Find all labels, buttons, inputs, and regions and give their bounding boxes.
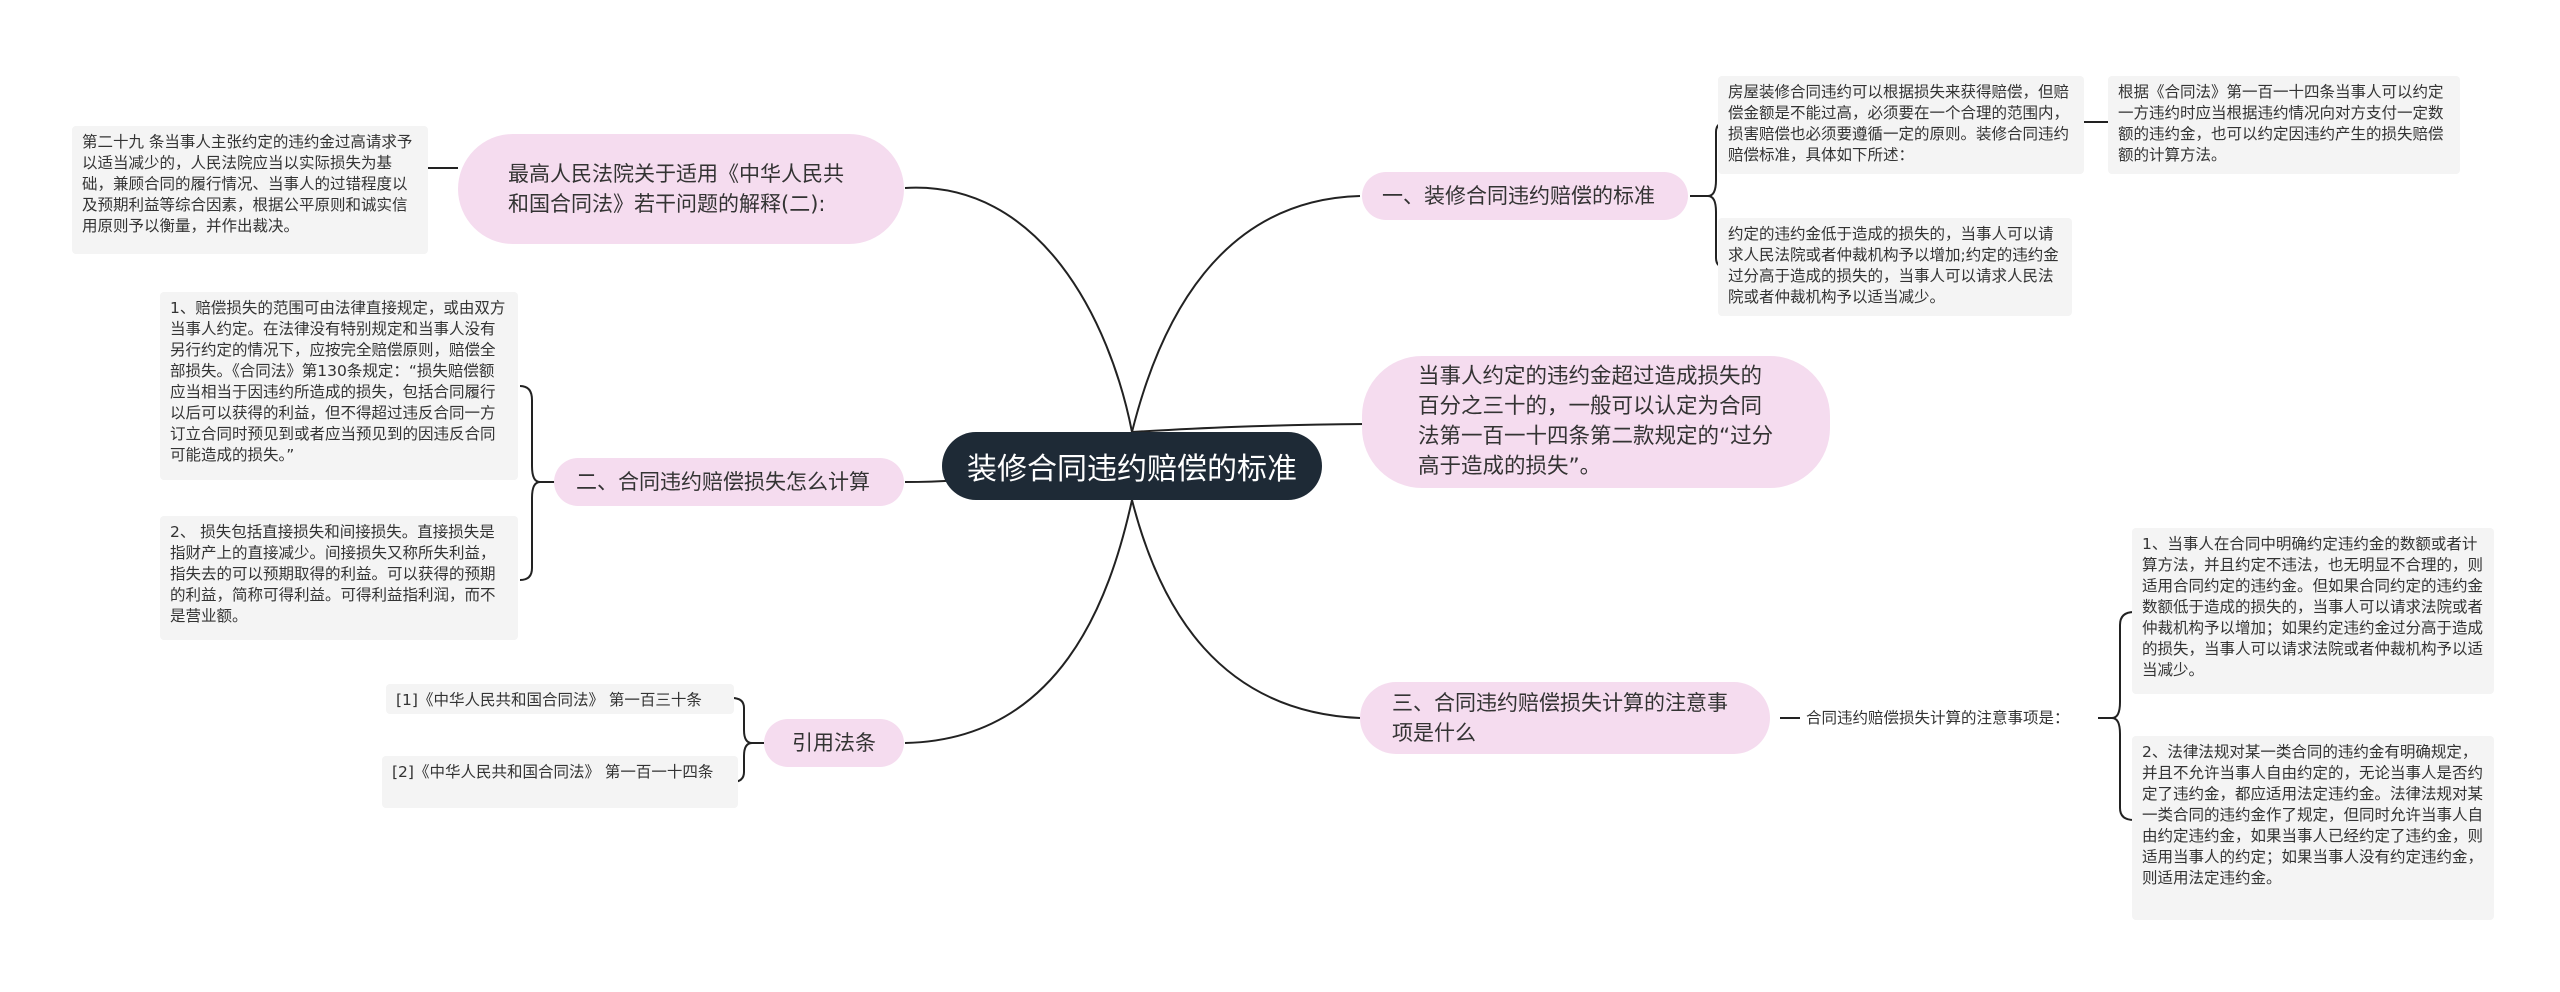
branch-calculation-label: 二、合同违约赔偿损失怎么计算 xyxy=(576,470,870,494)
note-notes-1: 1、当事人在合同中明确约定违约金的数额或者计算方法，并且约定不违法，也无明显不合… xyxy=(2132,528,2494,694)
note-standard-2: 约定的违约金低于造成的损失的，当事人可以请求人民法院或者仲裁机构予以增加;约定的… xyxy=(1718,218,2072,316)
branch-calculation[interactable]: 二、合同违约赔偿损失怎么计算 xyxy=(554,458,904,506)
note-standard-1: 房屋装修合同违约可以根据损失来获得赔偿，但赔偿金额是不能过高，必须要在一个合理的… xyxy=(1718,76,2084,174)
branch-standard[interactable]: 一、装修合同违约赔偿的标准 xyxy=(1362,172,1688,220)
branch-citations[interactable]: 引用法条 xyxy=(764,719,904,767)
branch-standard-label: 一、装修合同违约赔偿的标准 xyxy=(1382,184,1655,208)
note-calculation-2: 2、 损失包括直接损失和间接损失。直接损失是指财产上的直接减少。间接损失又称所失… xyxy=(160,516,518,640)
branch-interpretation-label: 最高人民法院关于适用《中华人民共和国合同法》若干问题的解释(二): xyxy=(508,162,844,216)
note-interpretation-1: 第二十九 条当事人主张约定的违约金过高请求予以适当减少的，人民法院应当以实际损失… xyxy=(72,126,428,254)
citation-1: [1]《中华人民共和国合同法》 第一百三十条 xyxy=(386,684,734,714)
note-standard-1a: 根据《合同法》第一百一十四条当事人可以约定一方违约时应当根据违约情况向对方支付一… xyxy=(2108,76,2460,174)
note-calculation-1: 1、赔偿损失的范围可由法律直接规定，或由双方当事人约定。在法律没有特别规定和当事… xyxy=(160,292,518,480)
branch-notes[interactable]: 三、合同违约赔偿损失计算的注意事项是什么 xyxy=(1360,682,1770,754)
citation-2: [2]《中华人民共和国合同法》 第一百一十四条 xyxy=(382,756,738,808)
branch-thirty-percent-label: 当事人约定的违约金超过造成损失的百分之三十的，一般可以认定为合同法第一百一十四条… xyxy=(1418,364,1774,479)
branch-interpretation[interactable]: 最高人民法院关于适用《中华人民共和国合同法》若干问题的解释(二): xyxy=(458,134,904,244)
branch-thirty-percent[interactable]: 当事人约定的违约金超过造成损失的百分之三十的，一般可以认定为合同法第一百一十四条… xyxy=(1362,356,1830,488)
root-title: 装修合同违约赔偿的标准 xyxy=(967,452,1297,487)
root-node[interactable]: 装修合同违约赔偿的标准 xyxy=(942,432,1322,500)
note-notes-2: 2、法律法规对某一类合同的违约金有明确规定，并且不允许当事人自由约定的，无论当事… xyxy=(2132,736,2494,920)
branch-citations-label: 引用法条 xyxy=(792,731,876,755)
branch-notes-label: 三、合同违约赔偿损失计算的注意事项是什么 xyxy=(1392,691,1728,745)
notes-sub-label: 合同违约赔偿损失计算的注意事项是： xyxy=(1806,709,2070,727)
